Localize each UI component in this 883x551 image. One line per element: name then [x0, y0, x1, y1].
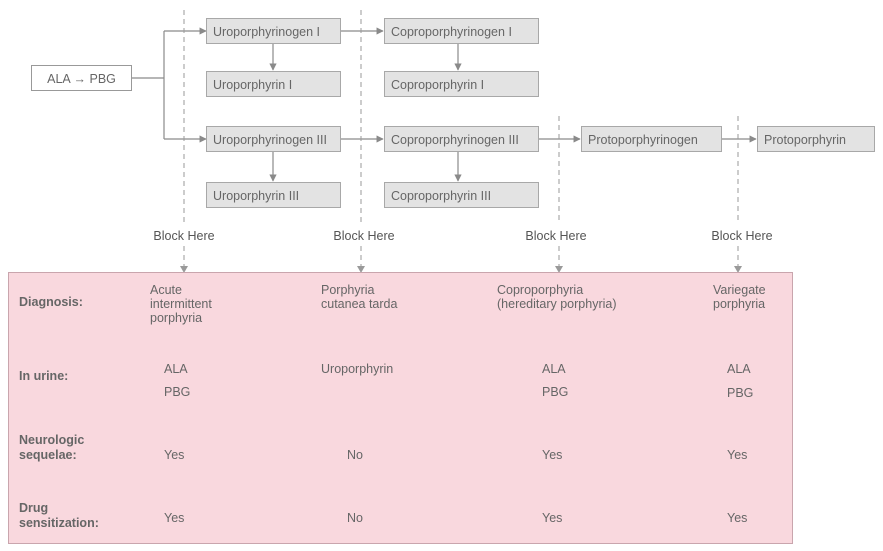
porphyria-table — [8, 272, 793, 544]
uroporphyrin-1-box: Uroporphyrin I — [206, 71, 341, 97]
coproporphyrinogen-1-box: Coproporphyrinogen I — [384, 18, 539, 44]
neuro-col-1: Yes — [164, 448, 185, 462]
ala-pbg-box: ALA → PBG — [31, 65, 132, 91]
row-header-neurologic: Neurologic sequelae: — [19, 433, 85, 462]
block-label-1: Block Here — [153, 229, 215, 243]
urine-col-1-line-2: PBG — [164, 385, 191, 399]
row-header-drug: Drug sensitization: — [19, 501, 99, 530]
diagnosis-col-3: Coproporphyria (hereditary porphyria) — [497, 283, 617, 311]
urine-col-4-line-1: ALA — [727, 362, 751, 376]
urine-col-4-line-2: PBG — [727, 386, 754, 400]
neuro-col-4: Yes — [727, 448, 748, 462]
urine-col-3-line-2: PBG — [542, 385, 569, 399]
uroporphyrinogen-3-box: Uroporphyrinogen III — [206, 126, 341, 152]
uroporphyrin-3-box: Uroporphyrin III — [206, 182, 341, 208]
urine-col-3-line-1: ALA — [542, 362, 566, 376]
drug-col-1: Yes — [164, 511, 185, 525]
coproporphyrin-1-box: Coproporphyrin I — [384, 71, 539, 97]
diagnosis-col-1: Acute intermittent porphyria — [150, 283, 212, 325]
block-label-2: Block Here — [333, 229, 395, 243]
protoporphyrin-box: Protoporphyrin — [757, 126, 875, 152]
row-header-urine: In urine: — [19, 369, 69, 383]
protoporphyrinogen-box: Protoporphyrinogen — [581, 126, 722, 152]
urine-col-2-line-1: Uroporphyrin — [321, 362, 394, 376]
block-label-4: Block Here — [711, 229, 773, 243]
coproporphyrinogen-3-box: Coproporphyrinogen III — [384, 126, 539, 152]
diagnosis-col-2: Porphyria cutanea tarda — [321, 283, 398, 311]
urine-col-1-line-1: ALA — [164, 362, 188, 376]
neuro-col-3: Yes — [542, 448, 563, 462]
uroporphyrinogen-1-box: Uroporphyrinogen I — [206, 18, 341, 44]
diagnosis-col-4: Variegate porphyria — [713, 283, 766, 311]
drug-col-2: No — [347, 511, 363, 525]
neuro-col-2: No — [347, 448, 363, 462]
row-header-diagnosis: Diagnosis: — [19, 295, 83, 309]
drug-col-4: Yes — [727, 511, 748, 525]
block-label-3: Block Here — [525, 229, 587, 243]
coproporphyrin-3-box: Coproporphyrin III — [384, 182, 539, 208]
drug-col-3: Yes — [542, 511, 563, 525]
